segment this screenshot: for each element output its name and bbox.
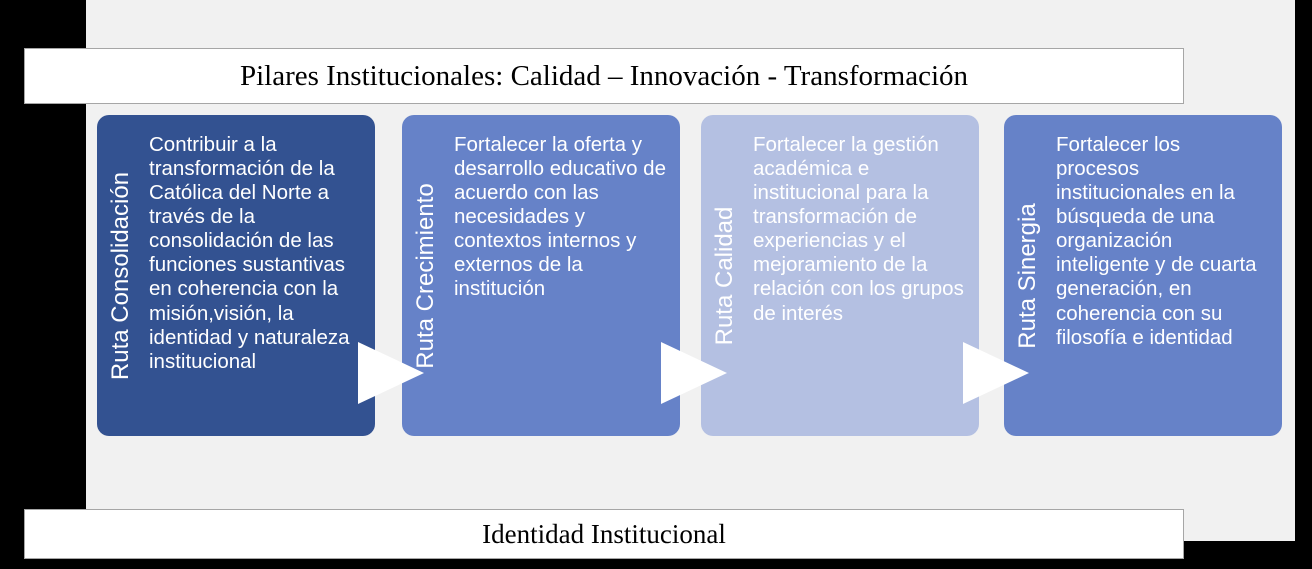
route-title-wrap: Ruta Consolidación xyxy=(97,115,145,436)
route-inner: Ruta Sinergia Fortalecer los procesos in… xyxy=(1004,115,1282,436)
route-inner: Ruta Crecimiento Fortalecer la oferta y … xyxy=(402,115,680,436)
route-box-calidad[interactable]: Ruta Calidad Fortalecer la gestión acadé… xyxy=(701,115,979,436)
route-body-calidad: Fortalecer la gestión académica e instit… xyxy=(753,133,964,325)
route-box-crecimiento[interactable]: Ruta Crecimiento Fortalecer la oferta y … xyxy=(402,115,680,436)
identity-banner-label: Identidad Institucional xyxy=(482,518,726,549)
arrow-right-icon-3 xyxy=(963,342,1029,404)
route-title-calidad: Ruta Calidad xyxy=(711,206,738,345)
route-box-sinergia[interactable]: Ruta Sinergia Fortalecer los procesos in… xyxy=(1004,115,1282,436)
route-body-consolidacion: Contribuir a la transformación de la Cat… xyxy=(149,133,350,373)
pillars-banner-label: Pilares Institucionales: Calidad – Innov… xyxy=(239,59,969,92)
arrow-right-icon-1 xyxy=(358,342,424,404)
route-title-consolidacion: Ruta Consolidación xyxy=(107,171,134,380)
route-inner: Ruta Calidad Fortalecer la gestión acadé… xyxy=(701,115,979,436)
route-inner: Ruta Consolidación Contribuir a la trans… xyxy=(97,115,375,436)
identity-banner: Identidad Institucional xyxy=(24,509,1184,559)
arrow-right-icon-2 xyxy=(661,342,727,404)
route-body-sinergia: Fortalecer los procesos institucionales … xyxy=(1056,133,1257,349)
route-box-consolidacion[interactable]: Ruta Consolidación Contribuir a la trans… xyxy=(97,115,375,436)
route-title-crecimiento: Ruta Crecimiento xyxy=(412,182,439,369)
route-title-sinergia: Ruta Sinergia xyxy=(1014,202,1041,349)
route-body-crecimiento: Fortalecer la oferta y desarrollo educat… xyxy=(454,133,666,301)
pillars-banner: Pilares Institucionales: Calidad – Innov… xyxy=(24,48,1184,104)
